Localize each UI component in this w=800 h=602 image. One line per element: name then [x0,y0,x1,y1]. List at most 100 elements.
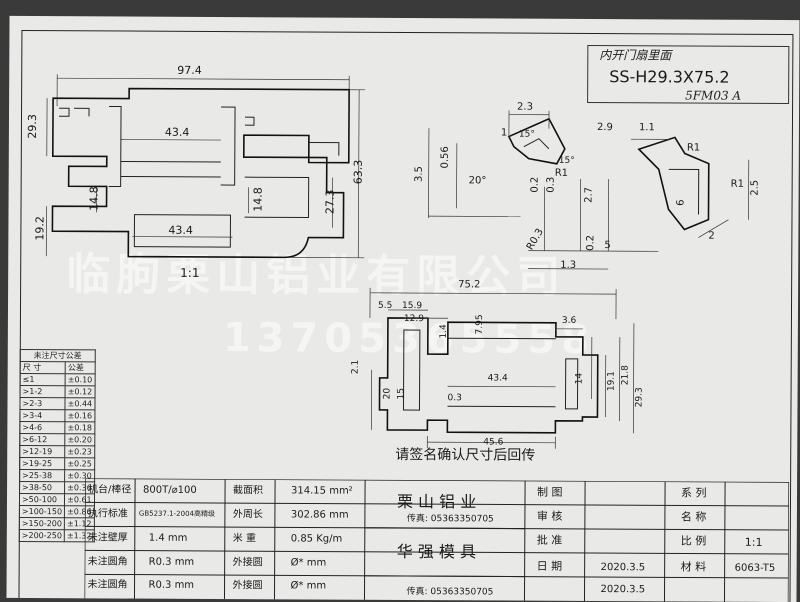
tb-label-radius: 未注圆角 [88,557,128,567]
dim-2: 2 [708,232,714,242]
tolerance-col-tol: 公差 [65,362,95,374]
value-material: 6063-T5 [735,564,776,574]
tolerance-size: >1-2 [20,385,65,397]
dim-1-1: 1.1 [639,123,655,133]
tolerance-value: ±0.20 [65,434,95,446]
tolerance-row: ≤1±0.10 [20,373,95,385]
tolerance-size: >25-38 [20,469,65,481]
tb-value-radius: R0.3 mm [149,558,195,568]
dim-1-4: 1.4 [440,324,449,338]
dim-29-3-sec: 29.3 [635,387,644,407]
dim-0-2-a: 0.2 [531,177,541,193]
tolerance-row: >100-150±0.86 [19,505,94,517]
tolerance-size: >12-19 [20,445,65,457]
tolerance-size: >38-50 [20,481,65,493]
tb-value-machine: 800T/⌀100 [143,486,197,496]
tolerance-size: >6-12 [20,433,65,445]
tolerance-row: >3-4±0.16 [20,409,95,421]
tb-value-radius-2: R0.3 mm [149,581,195,591]
mold-name: 华 强 模 具 [397,544,476,560]
dim-0-56: 0.56 [441,146,451,168]
dim-0-3: 0.3 [547,177,557,193]
dim-r1-c: R1 [731,180,744,190]
tolerance-size: >2-3 [20,397,65,409]
tolerance-header: 未注尺寸公差 [20,349,95,361]
tolerance-row: >6-12±0.20 [20,433,95,445]
tolerance-row: >150-200±1.12 [19,517,94,529]
tolerance-value: ±0.16 [65,410,95,422]
tb-value-perimeter: 302.86 mm [291,510,349,520]
dim-2-3: 2.3 [517,103,533,113]
dim-12-9: 12.9 [404,315,424,324]
dim-19-1: 19.1 [608,371,617,391]
tolerance-value: ±0.23 [65,446,95,458]
dim-2-1: 2.1 [352,360,361,374]
dim-15-9: 15.9 [402,302,422,311]
tolerance-size: >150-200 [19,517,64,529]
dim-6: 6 [677,199,687,205]
dim-97-4: 97.4 [177,65,202,76]
tolerance-size: ≤1 [20,373,65,385]
company-phone: 传真: 05363350705 [407,515,494,524]
tb-label-machine: 机台/棒径 [88,485,131,495]
dim-0-2-b: 0.2 [586,235,596,251]
dim-20-deg: 20° [469,176,487,186]
dim-2-5: 2.5 [751,180,761,196]
label-date: 日 期 [537,561,563,572]
dim-3-6: 3.6 [562,317,576,326]
dim-0-3-sec: 0.3 [448,394,462,403]
dim-14: 14 [576,373,585,385]
dim-43-4-sec: 43.4 [488,374,508,383]
dim-r1-right: R1 [687,143,700,153]
dim-27-3: 27.3 [324,190,335,215]
dim-3-5: 3.5 [415,166,425,182]
dim-1-3: 1.3 [560,261,576,271]
tb-value-circle-2: Ø* mm [291,581,327,591]
tolerance-size: >19-25 [20,457,65,469]
label-series: 系 列 [681,487,707,498]
dim-21-8: 21.8 [622,365,631,385]
dim-7-95: 7.95 [476,314,485,334]
company-name: 栗 山 铝 业 [397,494,476,510]
tolerance-col-size: 尺 寸 [20,361,65,373]
signature-note: 请签名确认尺寸后回传 [395,448,535,463]
dim-63-3: 63.3 [353,160,364,185]
label-check: 审 核 [537,511,563,522]
tolerance-row: >25-38±0.30 [20,469,95,481]
dim-14-8-right: 14.8 [253,187,264,212]
tb-value-standard: GB5237.1-2004高精级 [139,511,215,518]
dim-43-4-top: 43.4 [165,127,190,138]
label-draw: 制 图 [537,487,563,498]
tolerance-size: >100-150 [19,505,64,517]
dim-5: 5 [604,241,610,251]
main-scale: 1:1 [180,267,199,279]
value-ratio: 1:1 [745,537,763,548]
tolerance-row: >38-50±0.36 [20,481,95,493]
dim-15-deg-a: 15° [519,131,535,140]
dim-14-8-left: 14.8 [89,186,100,211]
tolerance-size: >3-4 [20,409,65,421]
tolerance-row: >1-2±0.12 [20,385,95,397]
dim-1: 1 [501,129,507,139]
tolerance-row: >4-6±0.18 [20,421,95,433]
dim-75-2: 75.2 [458,280,480,290]
tolerance-row: >2-3±0.44 [20,397,95,409]
title-block: 机台/棒径 800T/⌀100 截面积 314.15 mm² 执行标准 GB52… [84,478,789,602]
tb-value-circle: Ø* mm [291,558,327,568]
tolerance-value: ±0.12 [65,386,95,398]
tb-label-standard: 执行标准 [88,509,128,519]
value-date-2: 2020.3.5 [601,585,646,595]
label-approve: 批 准 [537,535,563,546]
tb-value-weight: 0.85 Kg/m [291,534,343,544]
tolerance-row: >19-25±0.25 [20,457,95,469]
tb-value-area: 314.15 mm² [291,486,353,496]
dim-20: 20 [384,388,393,400]
dim-45-6: 45.6 [483,438,503,447]
tolerance-row: >200-250±1.32 [19,529,94,541]
tolerance-size: >4-6 [20,421,65,433]
label-material: 材 料 [681,561,707,572]
tolerance-row: >50-100±0.61 [19,493,94,505]
tb-label-circle: 外接圆 [233,558,263,568]
tolerance-size: >50-100 [19,493,64,505]
tolerance-row: >12-19±0.23 [20,445,95,457]
